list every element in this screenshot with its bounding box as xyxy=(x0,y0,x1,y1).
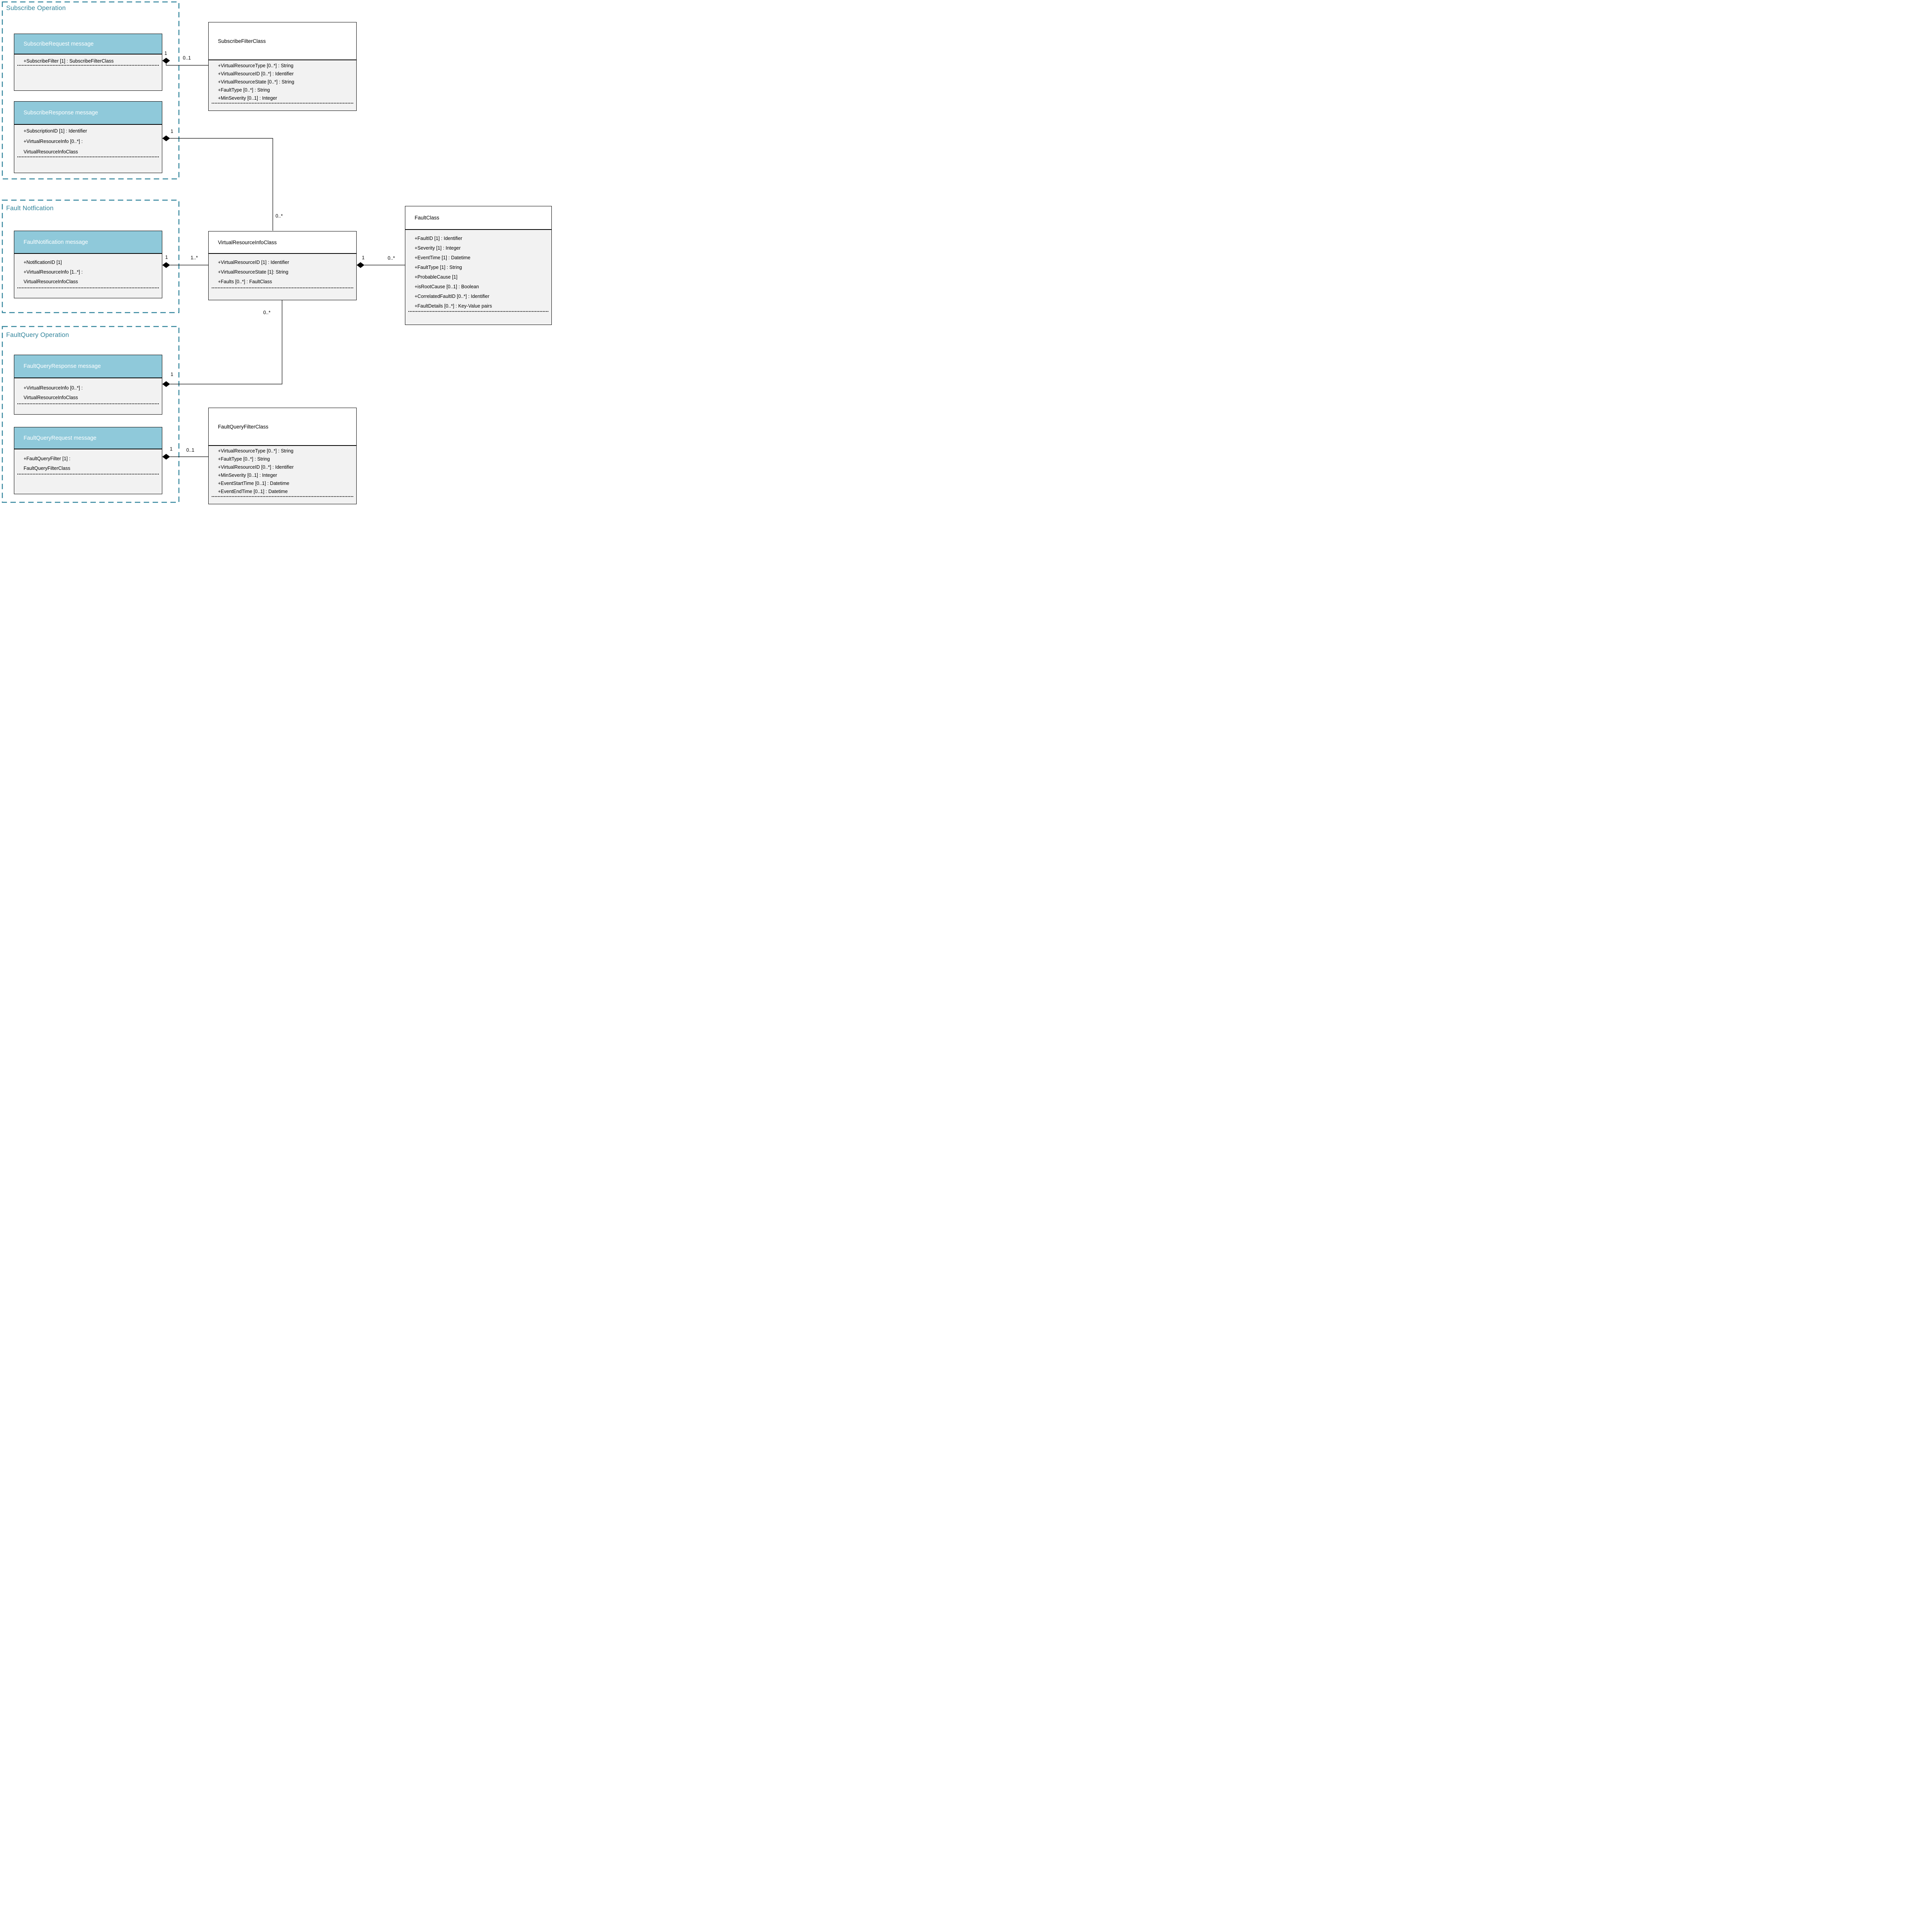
attribute-list-faultquery-request-message: +FaultQueryFilter [1] : FaultQueryFilterC… xyxy=(14,454,162,473)
attribute-divider xyxy=(212,496,353,497)
attribute-list-fault-notification-message: +NotificationID [1] +VirtualResourceInfo … xyxy=(14,257,162,286)
multiplicity-label: 0..1 xyxy=(186,447,194,453)
attribute-line: +VirtualResourceState [1]: String xyxy=(218,269,289,275)
attribute-divider xyxy=(17,65,159,66)
class-header-fault-notification-message: FaultNotification message xyxy=(14,231,162,254)
attribute-line: VirtualResourceInfoClass xyxy=(24,149,78,155)
attribute-line: VirtualResourceInfoClass xyxy=(24,395,78,400)
attribute-list-subscribe-response-message: +SubscriptionID [1] : Identifier +Virtual… xyxy=(14,126,162,157)
attribute-line: +VirtualResourceID [1] : Identifier xyxy=(218,259,289,265)
attribute-line: +FaultType [0..*] : String xyxy=(218,87,270,93)
connector-subscribe-response--virtual-resource-info xyxy=(170,138,273,231)
attribute-line: +FaultQueryFilter [1] : xyxy=(24,456,71,461)
attribute-line: +EventStartTime [0..1] : Datetime xyxy=(218,480,289,486)
class-box-fault-notification-message: FaultNotification message +NotificationID… xyxy=(14,231,162,298)
attribute-line: +MinSeverity [0..1] : Integer xyxy=(218,472,277,478)
attribute-line: +VirtualResourceState [0..*] : String xyxy=(218,79,294,85)
multiplicity-label: 1 xyxy=(165,51,167,56)
multiplicity-label: 0..* xyxy=(276,213,283,219)
attribute-line: +VirtualResourceType [0..*] : String xyxy=(218,63,294,68)
attribute-line: +FaultDetails [0..*] : Key-Value pairs xyxy=(415,303,492,309)
attribute-list-fault-class: +FaultID [1] : Identifier +Severity [1] :… xyxy=(405,233,551,311)
multiplicity-label: 1 xyxy=(362,255,365,260)
group-title-subscribe-operation: Subscribe Operation xyxy=(6,5,66,12)
class-box-faultquery-response-message: FaultQueryResponse message +VirtualResour… xyxy=(14,355,162,415)
aggregation-diamond-icon xyxy=(162,58,170,64)
connector-faultquery-response--virtual-resource-info xyxy=(170,300,282,384)
group-title-fault-notification: Fault Notfication xyxy=(6,205,54,212)
attribute-divider xyxy=(17,403,159,404)
attribute-line: +FaultID [1] : Identifier xyxy=(415,235,463,241)
aggregation-diamond-icon xyxy=(162,135,170,141)
multiplicity-label: 1 xyxy=(170,446,173,452)
class-header-virtual-resource-info-class: VirtualResourceInfoClass xyxy=(209,231,356,254)
aggregation-diamond-icon xyxy=(162,262,170,268)
attribute-line: +EventTime [1] : Datetime xyxy=(415,255,471,260)
class-box-faultquery-request-message: FaultQueryRequest message +FaultQueryFilt… xyxy=(14,427,162,494)
attribute-line: +EventEndTime [0..1] : Datetime xyxy=(218,488,288,494)
class-box-faultquery-filter-class: FaultQueryFilterClass+VirtualResourceTyp… xyxy=(208,408,357,504)
class-box-subscribe-filter-class: SubscribeFilterClass+VirtualResourceType… xyxy=(208,22,357,111)
attribute-list-subscribe-filter-class: +VirtualResourceType [0..*] : String +Vir… xyxy=(209,61,356,102)
aggregation-diamond-icon xyxy=(357,262,364,268)
class-box-fault-class: FaultClass +FaultID [1] : Identifier +Seve… xyxy=(405,206,552,325)
multiplicity-label: 1 xyxy=(171,129,173,134)
multiplicity-label: 0..* xyxy=(263,310,270,315)
attribute-line: +VirtualResourceInfo [1..*] : xyxy=(24,269,83,275)
attribute-divider xyxy=(212,287,353,288)
multiplicity-label: 0..* xyxy=(388,255,395,261)
class-header-faultquery-response-message: FaultQueryResponse message xyxy=(14,355,162,378)
connector-subscribe-request--subscribe-filter xyxy=(166,63,208,66)
class-header-fault-class: FaultClass xyxy=(405,206,551,230)
class-header-subscribe-filter-class: SubscribeFilterClass xyxy=(209,22,356,60)
attribute-divider xyxy=(212,103,353,104)
attribute-line: +VirtualResourceInfo [0..*] : xyxy=(24,138,83,144)
attribute-line: +VirtualResourceType [0..*] : String xyxy=(218,448,294,454)
attribute-line: +SubscribeFilter [1] : SubscribeFilterCl… xyxy=(24,58,114,64)
class-header-subscribe-response-message: SubscribeResponse message xyxy=(14,102,162,125)
class-box-subscribe-request-message: SubscribeRequest message +SubscribeFilter… xyxy=(14,34,162,91)
class-box-virtual-resource-info-class: VirtualResourceInfoClass +VirtualResource… xyxy=(208,231,357,300)
attribute-line: VirtualResourceInfoClass xyxy=(24,279,78,284)
attribute-list-faultquery-response-message: +VirtualResourceInfo [0..*] : VirtualReso… xyxy=(14,383,162,402)
attribute-line: +isRootCause [0..1] : Boolean xyxy=(415,284,479,289)
class-header-faultquery-filter-class: FaultQueryFilterClass xyxy=(209,408,356,446)
attribute-line: +Faults [0..*] : FaultClass xyxy=(218,279,272,284)
attribute-line: +FaultType [1] : String xyxy=(415,264,462,270)
aggregation-diamond-icon xyxy=(162,381,170,387)
multiplicity-label: 1..* xyxy=(190,255,198,260)
aggregation-diamond-icon xyxy=(162,454,170,460)
attribute-line: +MinSeverity [0..1] : Integer xyxy=(218,95,277,101)
attribute-line: +CorrelatedFaultID [0..*] : Identifier xyxy=(415,293,490,299)
attribute-list-subscribe-request-message: +SubscribeFilter [1] : SubscribeFilterCl… xyxy=(14,56,162,66)
attribute-line: +VirtualResourceID [0..*] : Identifier xyxy=(218,71,294,77)
multiplicity-label: 1 xyxy=(171,372,173,377)
attribute-list-faultquery-filter-class: +VirtualResourceType [0..*] : String +Fau… xyxy=(209,447,356,495)
class-header-faultquery-request-message: FaultQueryRequest message xyxy=(14,427,162,449)
attribute-divider xyxy=(17,287,159,288)
attribute-divider xyxy=(17,156,159,157)
attribute-line: +VirtualResourceID [0..*] : Identifier xyxy=(218,464,294,470)
attribute-line: FaultQueryFilterClass xyxy=(24,465,70,471)
group-title-faultquery-operation: FaultQuery Operation xyxy=(6,332,69,338)
attribute-line: +NotificationID [1] xyxy=(24,259,62,265)
class-header-subscribe-request-message: SubscribeRequest message xyxy=(14,34,162,54)
attribute-list-virtual-resource-info-class: +VirtualResourceID [1] : Identifier +Virt… xyxy=(209,257,356,286)
attribute-line: +SubscriptionID [1] : Identifier xyxy=(24,128,87,134)
attribute-divider xyxy=(408,311,548,312)
attribute-line: +FaultType [0..*] : String xyxy=(218,456,270,462)
multiplicity-label: 1 xyxy=(165,255,168,260)
uml-class-diagram: 1 0..1 1 0..* 1 1..* 1 0..* 0..* 1 1 0..1 Subscribe… xyxy=(0,0,554,507)
attribute-line: +Severity [1] : Integer xyxy=(415,245,461,251)
multiplicity-label: 0..1 xyxy=(183,55,191,61)
class-box-subscribe-response-message: SubscribeResponse message+SubscriptionID… xyxy=(14,101,162,173)
attribute-line: +VirtualResourceInfo [0..*] : xyxy=(24,385,83,391)
attribute-line: +ProbableCause [1] xyxy=(415,274,457,280)
